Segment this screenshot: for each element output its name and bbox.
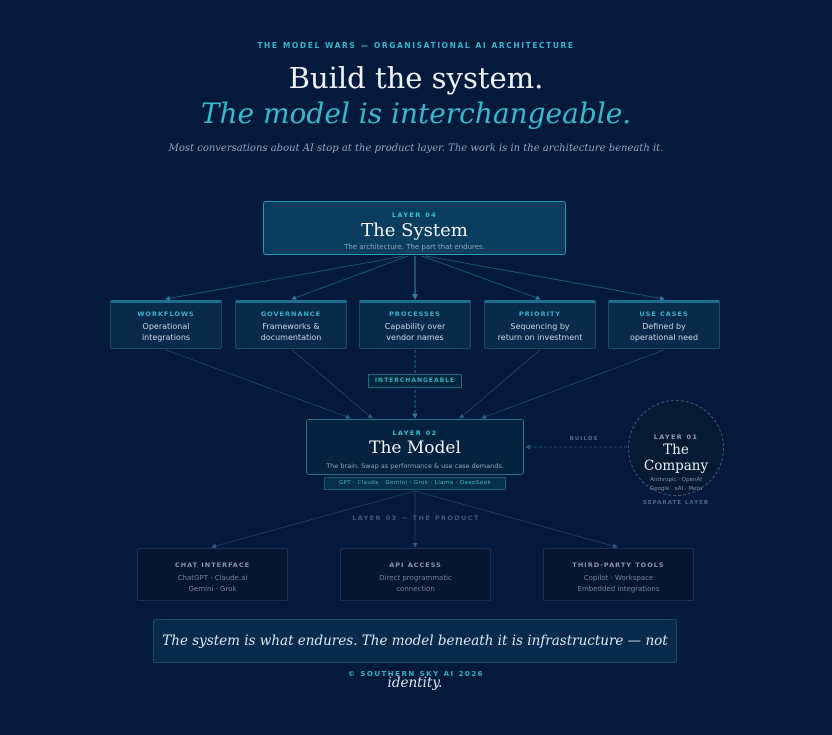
product-layer-label: LAYER 03 — THE PRODUCT xyxy=(352,514,480,522)
system-layer-tag: LAYER 04 xyxy=(391,211,438,219)
connector-system-priority xyxy=(421,255,541,300)
company-layer-name: The Company xyxy=(643,442,709,474)
footer-copyright: © SOUTHERN SKY AI 2026 xyxy=(347,670,485,678)
pillar-governance: GOVERNANCE Frameworks &documentation xyxy=(235,300,347,349)
pillar-title: PRIORITY xyxy=(518,310,562,318)
connector-governance-model xyxy=(291,349,373,419)
connector-system-usecases xyxy=(425,255,665,301)
page-subtitle: Most conversations about AI stop at the … xyxy=(168,143,664,154)
page-title-accent: The model is interchangeable. xyxy=(200,97,632,130)
pillar-title: USE CASES xyxy=(639,310,689,318)
model-vendors-badge: GPT · Claude · Gemini · Grok · Llama · D… xyxy=(324,477,506,490)
system-layer-desc: The architecture. The part that endures. xyxy=(344,243,485,251)
pillar-title: GOVERNANCE xyxy=(260,310,322,318)
connector-workflows-model xyxy=(165,349,351,419)
system-layer-name: The System xyxy=(361,220,468,241)
separate-layer-label: SEPARATE LAYER xyxy=(642,500,710,506)
pillar-desc: Frameworks &documentation xyxy=(260,322,322,342)
connector-model-chat xyxy=(211,490,416,549)
product-title: API ACCESS xyxy=(389,561,442,569)
connector-usecases-model xyxy=(481,349,665,419)
closing-quote: The system is what endures. The model be… xyxy=(153,619,677,691)
eyebrow: THE MODEL WARS — ORGANISATIONAL AI ARCHI… xyxy=(257,41,575,50)
model-layer-desc: The brain. Swap as performance & use cas… xyxy=(326,462,504,470)
model-layer-tag: LAYER 02 xyxy=(392,429,438,437)
connector-priority-model xyxy=(459,349,541,419)
connector-model-tools xyxy=(414,490,618,549)
system-layer-box: LAYER 04 The System The architecture. Th… xyxy=(263,201,566,255)
page-title: Build the system. xyxy=(288,61,544,95)
builds-label: BUILDS xyxy=(569,436,599,442)
product-title: CHAT INTERFACE xyxy=(174,561,251,569)
model-layer-name: The Model xyxy=(369,438,461,458)
pillar-title: PROCESSES xyxy=(389,310,441,318)
product-title: THIRD-PARTY TOOLS xyxy=(572,561,665,569)
pillar-title: WORKFLOWS xyxy=(137,310,195,318)
model-layer-box: LAYER 02 The Model The brain. Swap as pe… xyxy=(306,419,524,475)
company-layer-tag: LAYER 01 xyxy=(653,433,699,441)
connector-system-workflows xyxy=(165,255,405,301)
interchangeable-label: INTERCHANGEABLE xyxy=(368,374,462,388)
connector-system-governance xyxy=(291,255,409,300)
